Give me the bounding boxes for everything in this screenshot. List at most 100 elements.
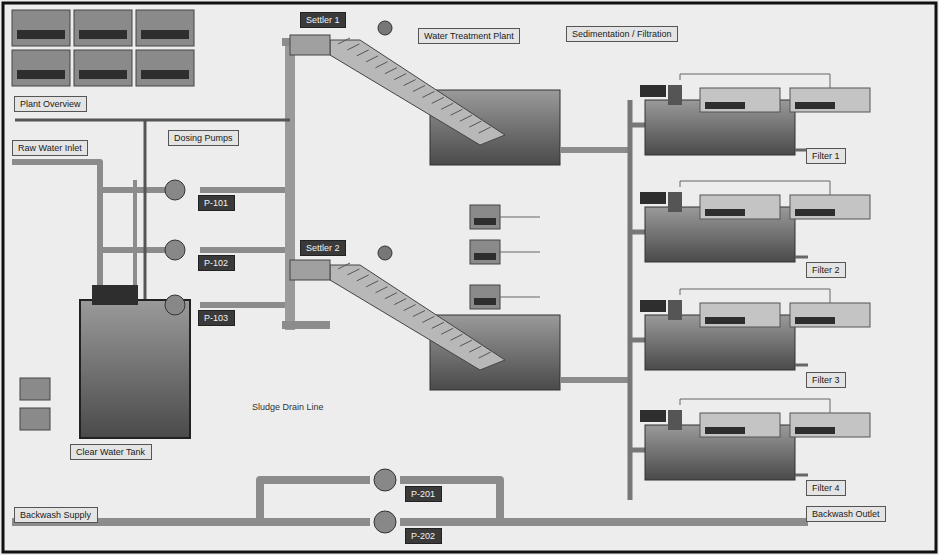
status-panel: [136, 10, 194, 46]
pump-symbol: [374, 511, 396, 533]
pump-symbol: [165, 240, 185, 260]
tube-hatch: [347, 44, 359, 50]
tube-settler: [330, 40, 505, 145]
indicator-panel: [470, 240, 500, 264]
tube-hatch: [338, 263, 350, 269]
inlet-box: [290, 35, 330, 55]
value-display: [17, 70, 65, 79]
tube-hatch: [422, 91, 434, 97]
value-display: [474, 253, 496, 260]
filter-label: Filter 4: [806, 480, 846, 496]
valve-actuator: [668, 410, 682, 430]
value-display: [795, 317, 835, 324]
node-text: Backwash Supply: [20, 510, 92, 520]
tube-hatch: [357, 275, 369, 281]
filter-panel: [790, 88, 870, 112]
tube-hatch: [385, 68, 397, 74]
outlet-label: Backwash Outlet: [806, 506, 886, 522]
node-text: P-202: [411, 531, 436, 541]
tube-hatch: [413, 311, 425, 317]
pipe: [200, 187, 290, 193]
pump-tag: P-101: [198, 195, 235, 211]
status-panel: [136, 50, 194, 86]
clear-water-tank: [80, 300, 190, 438]
value-display: [705, 427, 745, 434]
line-label: Sludge Drain Line: [250, 402, 326, 412]
node-text: Water Treatment Plant: [424, 31, 514, 41]
pipe: [12, 480, 370, 522]
value-display: [795, 209, 835, 216]
indicator-panel: [20, 378, 50, 400]
node-text: Filter 3: [812, 375, 840, 385]
inlet-box: [290, 260, 330, 280]
tube-hatch: [469, 346, 481, 352]
pump-tag: P-202: [405, 528, 442, 544]
value-display: [640, 410, 666, 422]
value-display: [795, 102, 835, 109]
title-box: Water Treatment Plant: [418, 28, 520, 44]
filter-panel: [700, 195, 780, 219]
pump-tag: P-102: [198, 255, 235, 271]
pipe: [200, 247, 290, 253]
status-panel: [12, 50, 70, 86]
value-display: [705, 317, 745, 324]
pipe: [630, 123, 645, 128]
node-text: P-201: [411, 489, 436, 499]
tube-hatch: [441, 103, 453, 109]
tube-settler: [330, 265, 505, 370]
tube-hatch: [432, 322, 444, 328]
settler-tag: Settler 2: [300, 240, 346, 256]
signal-line: [680, 399, 830, 413]
settler-tag: Settler 1: [300, 12, 346, 28]
tube-hatch: [451, 334, 463, 340]
signal-line: [500, 297, 540, 298]
filter-panel: [700, 88, 780, 112]
pump-symbol: [165, 295, 185, 315]
pump-tag: P-201: [405, 486, 442, 502]
value-display: [640, 85, 666, 97]
tube-hatch: [432, 97, 444, 103]
pipe: [144, 120, 147, 300]
pipe: [560, 377, 630, 383]
indicator-panel: [20, 408, 50, 430]
tube-hatch: [357, 50, 369, 56]
tank-label: Clear Water Tank: [70, 444, 152, 460]
value-display: [705, 209, 745, 216]
signal-line: [680, 74, 830, 88]
pipe: [15, 119, 290, 122]
pipe: [560, 147, 630, 153]
node-text: P-102: [204, 258, 229, 268]
valve-actuator: [668, 300, 682, 320]
filter-panel: [790, 195, 870, 219]
node-text: Sedimentation / Filtration: [572, 29, 672, 39]
tube-hatch: [394, 74, 406, 80]
tube-hatch: [413, 86, 425, 92]
tube-hatch: [366, 56, 378, 62]
inlet-label: Backwash Supply: [14, 507, 98, 523]
tube-hatch: [460, 340, 472, 346]
tube-hatch: [366, 281, 378, 287]
signal-line: [500, 252, 540, 253]
filter-label: Filter 2: [806, 262, 846, 278]
value-display: [79, 30, 127, 39]
tube-hatch: [404, 80, 416, 86]
pipe: [285, 40, 295, 330]
value-display: [141, 30, 189, 39]
node-text: Filter 2: [812, 265, 840, 275]
pipe: [400, 480, 808, 522]
section-label: Dosing Pumps: [168, 130, 239, 146]
pipe: [200, 302, 290, 308]
tube-hatch: [376, 62, 388, 68]
node-text: Filter 1: [812, 151, 840, 161]
filter-label: Filter 3: [806, 372, 846, 388]
node-text: Raw Water Inlet: [18, 143, 82, 153]
signal-line: [500, 217, 540, 218]
filter-panel: [700, 303, 780, 327]
status-panel: [74, 10, 132, 46]
value-display: [141, 70, 189, 79]
tube-hatch: [376, 287, 388, 293]
tube-hatch: [404, 305, 416, 311]
tube-hatch: [441, 328, 453, 334]
frame: [3, 3, 936, 552]
